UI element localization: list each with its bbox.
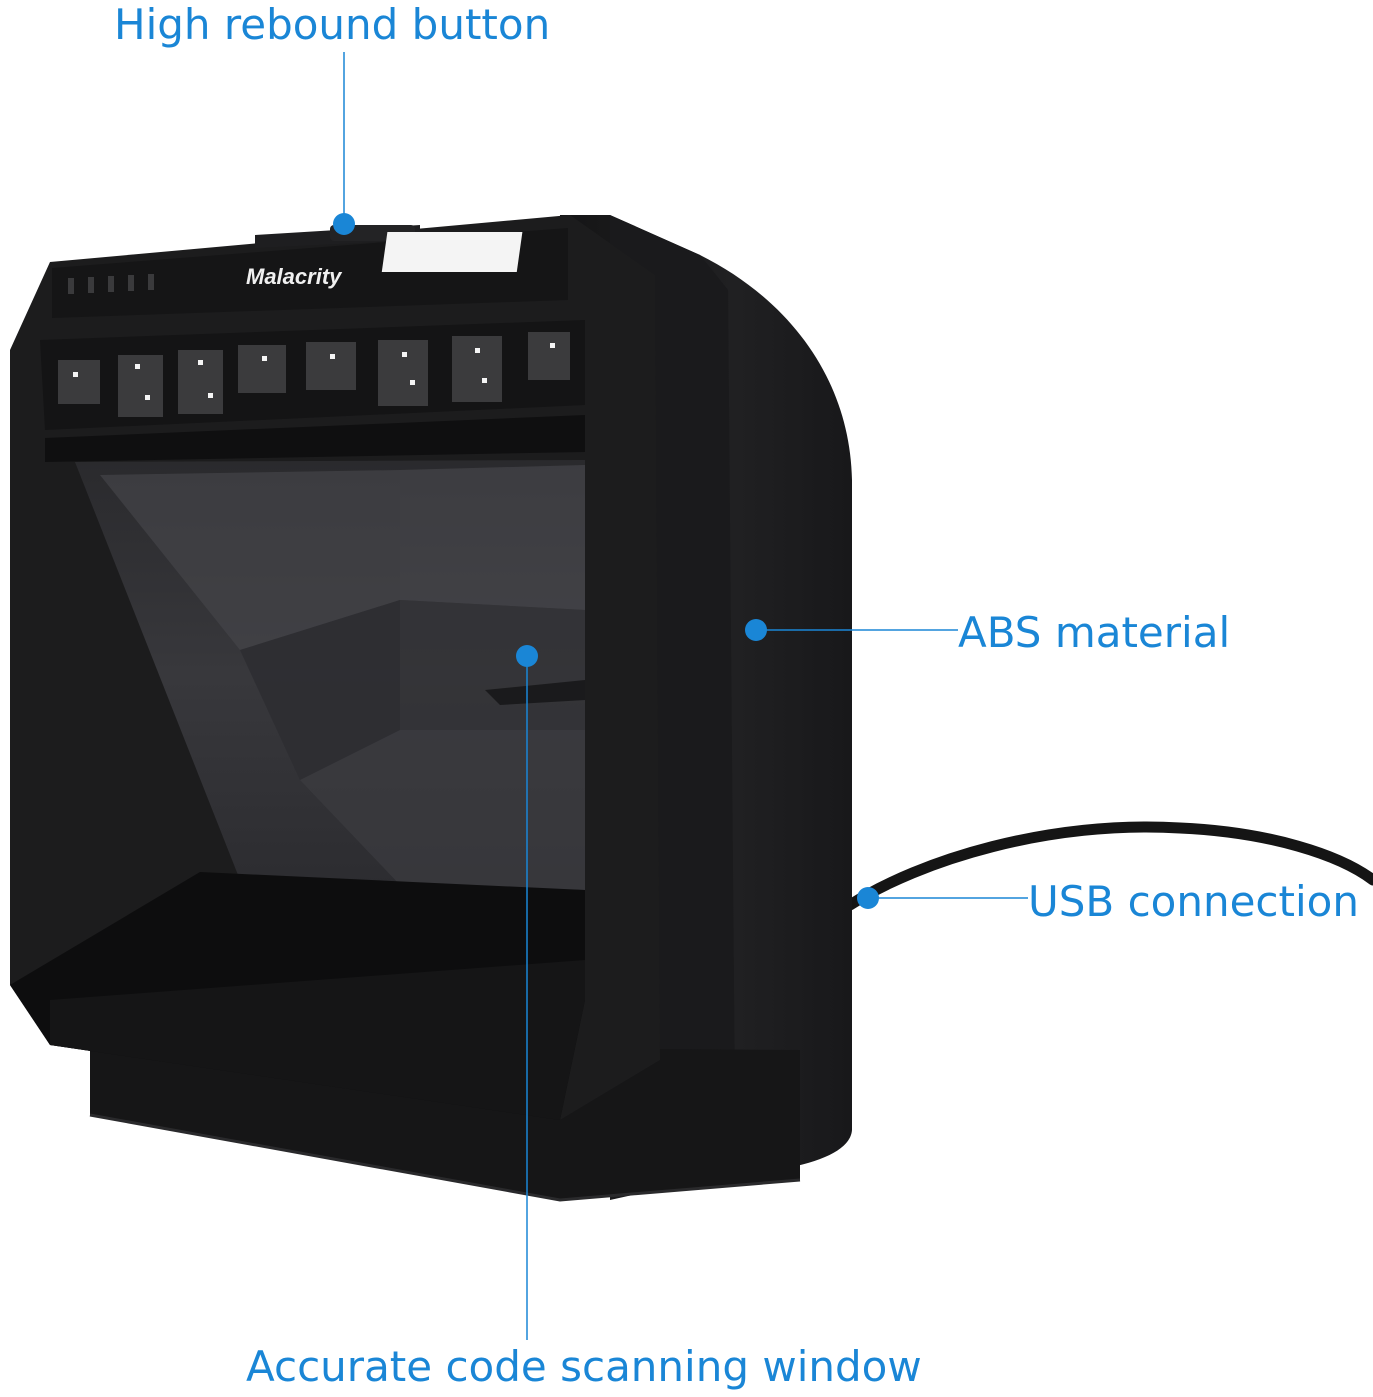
led-icon: [135, 364, 140, 369]
vent-slot-icon: [68, 278, 74, 294]
led-icon: [475, 348, 480, 353]
led-icon: [410, 380, 415, 385]
callout-dot-icon: [516, 645, 538, 667]
usb-cable: [844, 821, 1373, 911]
led-icon: [402, 352, 407, 357]
led-strip: [58, 332, 570, 417]
led-icon: [73, 372, 78, 377]
label-window: [381, 232, 523, 272]
device-base: [90, 1045, 800, 1200]
callout-high-rebound-button: High rebound button: [114, 0, 551, 49]
vent-slot-icon: [108, 276, 114, 292]
led-icon: [145, 395, 150, 400]
vent-slot-icon: [88, 277, 94, 293]
callout-usb-connection: USB connection: [1028, 877, 1359, 926]
callout-abs-material: ABS material: [958, 608, 1231, 657]
led-icon: [198, 360, 203, 365]
vent-slots: [68, 274, 154, 294]
callout-scanning-window: Accurate code scanning window: [246, 1342, 922, 1391]
led-dots: [73, 343, 555, 400]
led-icon: [262, 356, 267, 361]
brand-logo: Malacrity: [246, 264, 343, 289]
vent-slot-icon: [128, 275, 134, 291]
callout-dot-icon: [333, 213, 355, 235]
led-icon: [550, 343, 555, 348]
led-icon: [330, 354, 335, 359]
callout-dot-icon: [745, 619, 767, 641]
led-icon: [208, 393, 213, 398]
callout-dot-icon: [857, 887, 879, 909]
vent-slot-icon: [148, 274, 154, 290]
led-icon: [482, 378, 487, 383]
